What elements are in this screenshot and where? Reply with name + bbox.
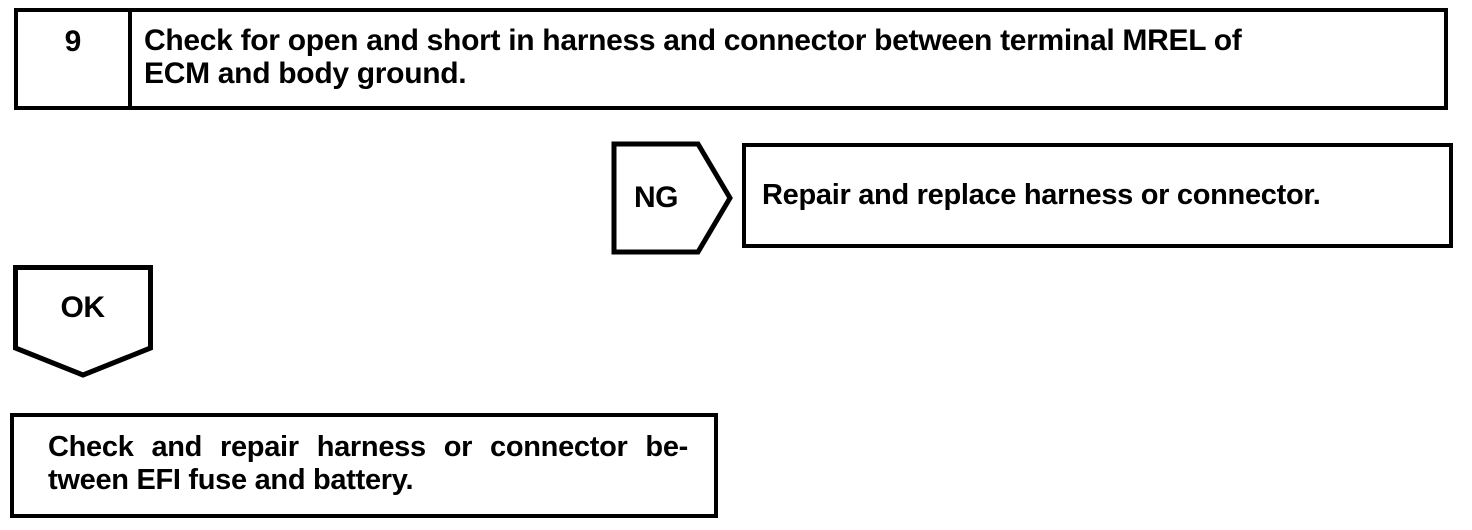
ok-connector-label: OK (60, 290, 106, 324)
step-instruction-line-1: Check for open and short in harness and … (144, 24, 1242, 57)
step-number: 9 (18, 12, 132, 106)
step-box: 9 Check for open and short in harness an… (14, 8, 1448, 110)
ng-arrow-shape (611, 141, 733, 255)
ng-action-box: Repair and replace harness or connector. (742, 143, 1453, 248)
ok-arrow-shape (13, 265, 153, 378)
ng-connector-arrow (611, 141, 733, 255)
step-instruction-line-2: ECM and body ground. (144, 57, 467, 90)
ok-action-line-2: tween EFI fuse and battery. (48, 464, 414, 496)
ng-action-text: Repair and replace harness or connector. (762, 179, 1321, 211)
ng-connector-label: NG (634, 180, 679, 214)
step-instruction: Check for open and short in harness and … (132, 12, 1444, 106)
ok-connector-arrow (13, 265, 153, 378)
ok-action-line-1: Check and repair harness or connector be… (48, 431, 688, 463)
ok-action-box: Check and repair harness or connector be… (10, 413, 718, 518)
